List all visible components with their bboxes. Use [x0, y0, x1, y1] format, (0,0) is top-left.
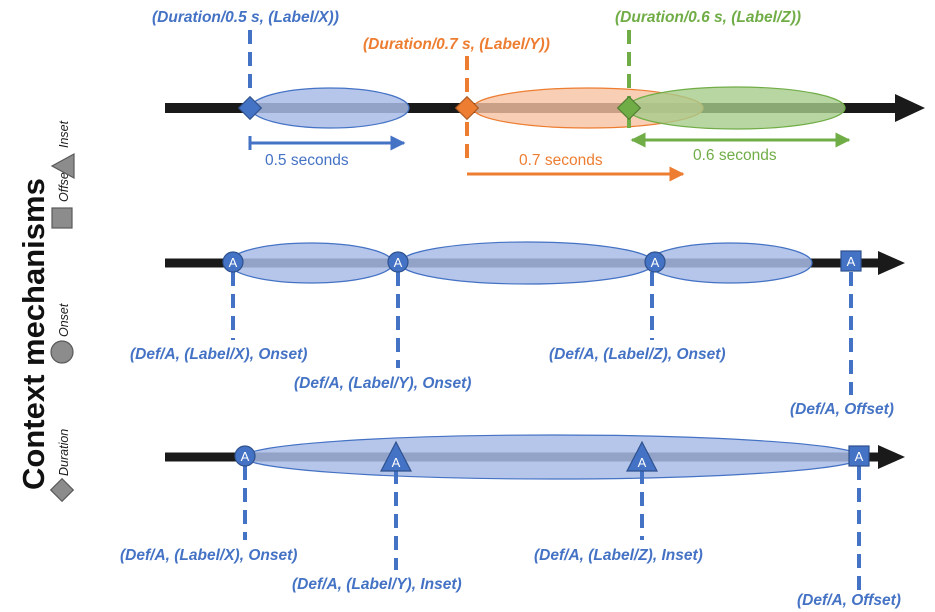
duration-label-y: (Duration/0.7 s, (Label/Y)): [363, 36, 550, 53]
square-icon: [848, 445, 870, 467]
duration-label-x: (Duration/0.5 s, (Label/X)): [152, 9, 339, 26]
circle-icon: [50, 340, 74, 364]
legend-title: Context mechanisms: [16, 178, 51, 490]
marker-letter: A: [638, 455, 647, 470]
inset-marker-z: A: [626, 440, 658, 472]
legend-label-offset: Offset: [57, 168, 71, 202]
inset-label-z: (Def/A, (Label/Z), Inset): [534, 547, 703, 564]
legend-item-duration: Duration: [49, 429, 75, 503]
panel-onset-offset: A A A A (Def/A, (Label/X), Onset) (Def/A…: [130, 241, 905, 418]
marker-letter: A: [392, 455, 401, 470]
duration-diamond-z: [616, 95, 642, 121]
marker-letter: A: [229, 255, 238, 270]
circle-icon: [222, 251, 244, 273]
triangle-icon: [380, 440, 412, 472]
legend-item-inset: Inset: [50, 120, 75, 180]
marker-letter: A: [651, 255, 660, 270]
square-icon: [51, 207, 73, 229]
timeline-arrowhead: [878, 251, 905, 275]
legend-item-offset: Offset: [51, 168, 73, 229]
inset-marker-y: A: [380, 440, 412, 472]
marker-letter: A: [855, 449, 864, 464]
onset-label-x: (Def/A, (Label/X), Onset): [130, 346, 307, 363]
context-span: [243, 434, 863, 480]
onset-marker-x: A: [222, 251, 244, 273]
duration-span-z: [626, 86, 846, 130]
marker-letter: A: [241, 449, 250, 464]
circle-icon: [234, 445, 256, 467]
offset-label: (Def/A, Offset): [797, 592, 901, 609]
diamond-icon: [49, 477, 75, 503]
onset-label-y: (Def/A, (Label/Y), Onset): [294, 375, 471, 392]
circle-icon: [644, 251, 666, 273]
duration-text-x: 0.5 seconds: [265, 152, 349, 169]
duration-diamond-x: [237, 95, 263, 121]
context-span-z: [647, 242, 813, 284]
context-span-x: [228, 242, 394, 284]
duration-text-z: 0.6 seconds: [693, 147, 777, 164]
duration-text-y: 0.7 seconds: [519, 152, 603, 169]
panel-inset: A A A A (Def/A, (Label/X), Onset) (Def/A…: [120, 434, 905, 609]
onset-marker-z: A: [644, 251, 666, 273]
offset-marker: A: [848, 445, 870, 467]
legend-label-duration: Duration: [57, 429, 71, 476]
offset-label: (Def/A, Offset): [790, 401, 894, 418]
legend: Context mechanisms Duration Onset Offset…: [16, 120, 75, 503]
marker-letter: A: [847, 254, 856, 269]
onset-label-z: (Def/A, (Label/Z), Onset): [549, 346, 726, 363]
duration-span-x: [250, 87, 410, 129]
onset-label-x: (Def/A, (Label/X), Onset): [120, 547, 297, 564]
panel-duration: (Duration/0.5 s, (Label/X)) (Duration/0.…: [152, 9, 925, 182]
square-icon: [840, 250, 862, 272]
legend-label-inset: Inset: [57, 120, 71, 148]
onset-marker-y: A: [387, 251, 409, 273]
circle-icon: [387, 251, 409, 273]
timeline-arrowhead: [895, 94, 925, 122]
legend-item-onset: Onset: [50, 303, 74, 364]
onset-marker-x: A: [234, 445, 256, 467]
context-span-y: [399, 241, 655, 285]
offset-marker: A: [840, 250, 862, 272]
inset-label-y: (Def/A, (Label/Y), Inset): [292, 576, 462, 593]
duration-diamond-y: [454, 95, 480, 121]
triangle-icon: [50, 152, 75, 180]
timeline-arrowhead: [878, 445, 905, 469]
marker-letter: A: [394, 255, 403, 270]
triangle-icon: [626, 440, 658, 472]
legend-label-onset: Onset: [57, 303, 71, 337]
duration-label-z: (Duration/0.6 s, (Label/Z)): [615, 9, 801, 26]
